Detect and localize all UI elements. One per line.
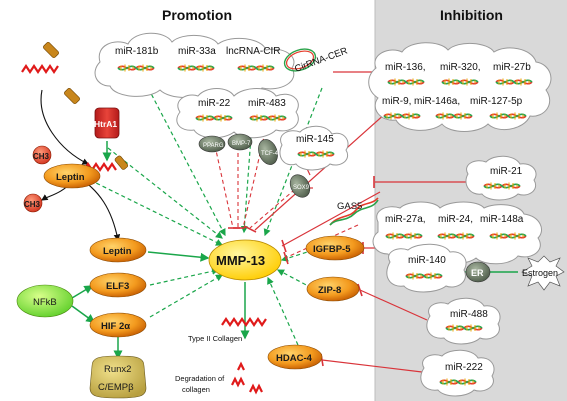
cloud-label-mir127: miR-127-5p bbox=[470, 96, 523, 107]
node-hif2a: HIF 2α bbox=[89, 312, 147, 338]
cloud-label-mir145: miR-145 bbox=[296, 134, 334, 145]
cloud-mir181b-mir33a-lncrna: miR-181b miR-33a lncRNA-CIR bbox=[94, 32, 295, 98]
cloud-mir140: miR-140 bbox=[386, 243, 467, 293]
cloud-label-mir24: miR-24, bbox=[438, 214, 473, 225]
cloud-label-mir488: miR-488 bbox=[450, 309, 488, 320]
node-label-hdac4: HDAC-4 bbox=[276, 353, 313, 364]
node-label-zip8: ZIP-8 bbox=[318, 285, 341, 296]
node-ch3-top: CH3 bbox=[32, 145, 52, 165]
node-zip8: ZIP-8 bbox=[306, 276, 360, 302]
node-er: ER bbox=[465, 261, 491, 283]
node-label-runx2: Runx2 bbox=[104, 364, 131, 375]
label-degradation-line2: collagen bbox=[182, 385, 210, 394]
label-gas5: GAS5 bbox=[337, 201, 362, 212]
node-igfbp5: IGFBP-5 bbox=[305, 235, 365, 261]
cloud-mir222: miR-222 bbox=[420, 349, 495, 397]
header-promotion: Promotion bbox=[162, 7, 232, 23]
cloud-label-lncrna-cir: lncRNA-CIR bbox=[226, 46, 280, 57]
lncrna-gas5: GAS5 bbox=[329, 197, 379, 226]
factor-label-bmp7: BMP-7 bbox=[232, 141, 251, 147]
node-runx2-cebp: Runx2 C/EMPβ bbox=[89, 355, 147, 399]
node-label-estrogen: Estrogen bbox=[522, 268, 558, 278]
cloud-label-mir22: miR-22 bbox=[198, 98, 231, 109]
factor-sox9: SOX9 bbox=[289, 174, 311, 198]
collagen-degraded: Degradation of collagen bbox=[175, 361, 263, 395]
node-leptin: Leptin bbox=[89, 237, 147, 263]
cloud-label-mir181b: miR-181b bbox=[115, 46, 159, 57]
node-label-ch3-top: CH3 bbox=[33, 152, 50, 161]
node-label-leptin-top: Leptin bbox=[56, 172, 85, 183]
factor-pparg: PPARG bbox=[198, 135, 226, 153]
node-nfkb: NFkB bbox=[16, 284, 74, 318]
label-degradation-line1: Degradation of bbox=[175, 374, 225, 383]
label-type2-collagen: Type II Collagen bbox=[188, 334, 242, 343]
collagen-type2: Type II Collagen bbox=[188, 317, 267, 343]
cloud-label-mir21: miR-21 bbox=[490, 166, 523, 177]
node-label-elf3: ELF3 bbox=[106, 281, 129, 292]
header-inhibition: Inhibition bbox=[440, 7, 503, 23]
collagen-fragments-mid bbox=[83, 155, 129, 172]
cloud-mir22-mir483: miR-22 miR-483 bbox=[176, 88, 299, 139]
cloud-label-mir27b: miR-27b bbox=[493, 62, 531, 73]
node-label-cebp: C/EMPβ bbox=[98, 382, 134, 393]
cloud-label-mir146a: miR-146a, bbox=[414, 96, 460, 107]
cloud-label-mir136: miR-136, bbox=[385, 62, 426, 73]
cloud-label-mir222: miR-222 bbox=[445, 362, 483, 373]
node-label-hif2a: HIF 2α bbox=[101, 321, 130, 332]
cloud-label-mir320: miR-320, bbox=[440, 62, 481, 73]
factor-label-sox9: SOX9 bbox=[293, 185, 310, 191]
node-label-leptin: Leptin bbox=[103, 246, 132, 257]
node-htra1: HtrA1 bbox=[94, 107, 120, 139]
cloud-mir488: miR-488 bbox=[426, 297, 501, 345]
cloud-label-mir140: miR-140 bbox=[408, 255, 446, 266]
node-estrogen: Estrogen bbox=[521, 255, 565, 291]
node-elf3: ELF3 bbox=[89, 272, 147, 298]
collagen-fragments-top bbox=[21, 42, 80, 104]
node-ch3-bottom: CH3 bbox=[23, 193, 43, 213]
cloud-inhibit-big: miR-136, miR-320, miR-27b miR-9, miR-146… bbox=[368, 42, 552, 132]
cloud-mir145: miR-145 bbox=[279, 125, 349, 171]
cloud-label-mir148a: miR-148a bbox=[480, 214, 524, 225]
factor-label-pparg: PPARG bbox=[203, 143, 224, 149]
node-leptin-top: Leptin bbox=[43, 163, 101, 189]
cloud-label-mir9: miR-9, bbox=[382, 96, 411, 107]
factor-tcf4: TCF-4 bbox=[258, 139, 279, 165]
cloud-mir21: miR-21 bbox=[465, 155, 537, 201]
node-label-er: ER bbox=[471, 268, 484, 278]
node-label-nfkb: NFkB bbox=[33, 297, 57, 308]
node-label-mmp13: MMP-13 bbox=[216, 253, 265, 268]
cloud-label-mir33a: miR-33a bbox=[178, 46, 216, 57]
node-label-igfbp5: IGFBP-5 bbox=[313, 244, 351, 255]
node-label-htra1: HtrA1 bbox=[94, 119, 117, 129]
node-mmp13: MMP-13 bbox=[208, 239, 282, 281]
node-label-ch3-bottom: CH3 bbox=[24, 200, 41, 209]
cloud-label-mir27a: miR-27a, bbox=[385, 214, 426, 225]
factor-label-tcf4: TCF-4 bbox=[261, 151, 279, 157]
node-hdac4: HDAC-4 bbox=[267, 344, 323, 370]
cloud-label-mir483: miR-483 bbox=[248, 98, 286, 109]
factor-bmp7: BMP-7 bbox=[227, 133, 253, 151]
